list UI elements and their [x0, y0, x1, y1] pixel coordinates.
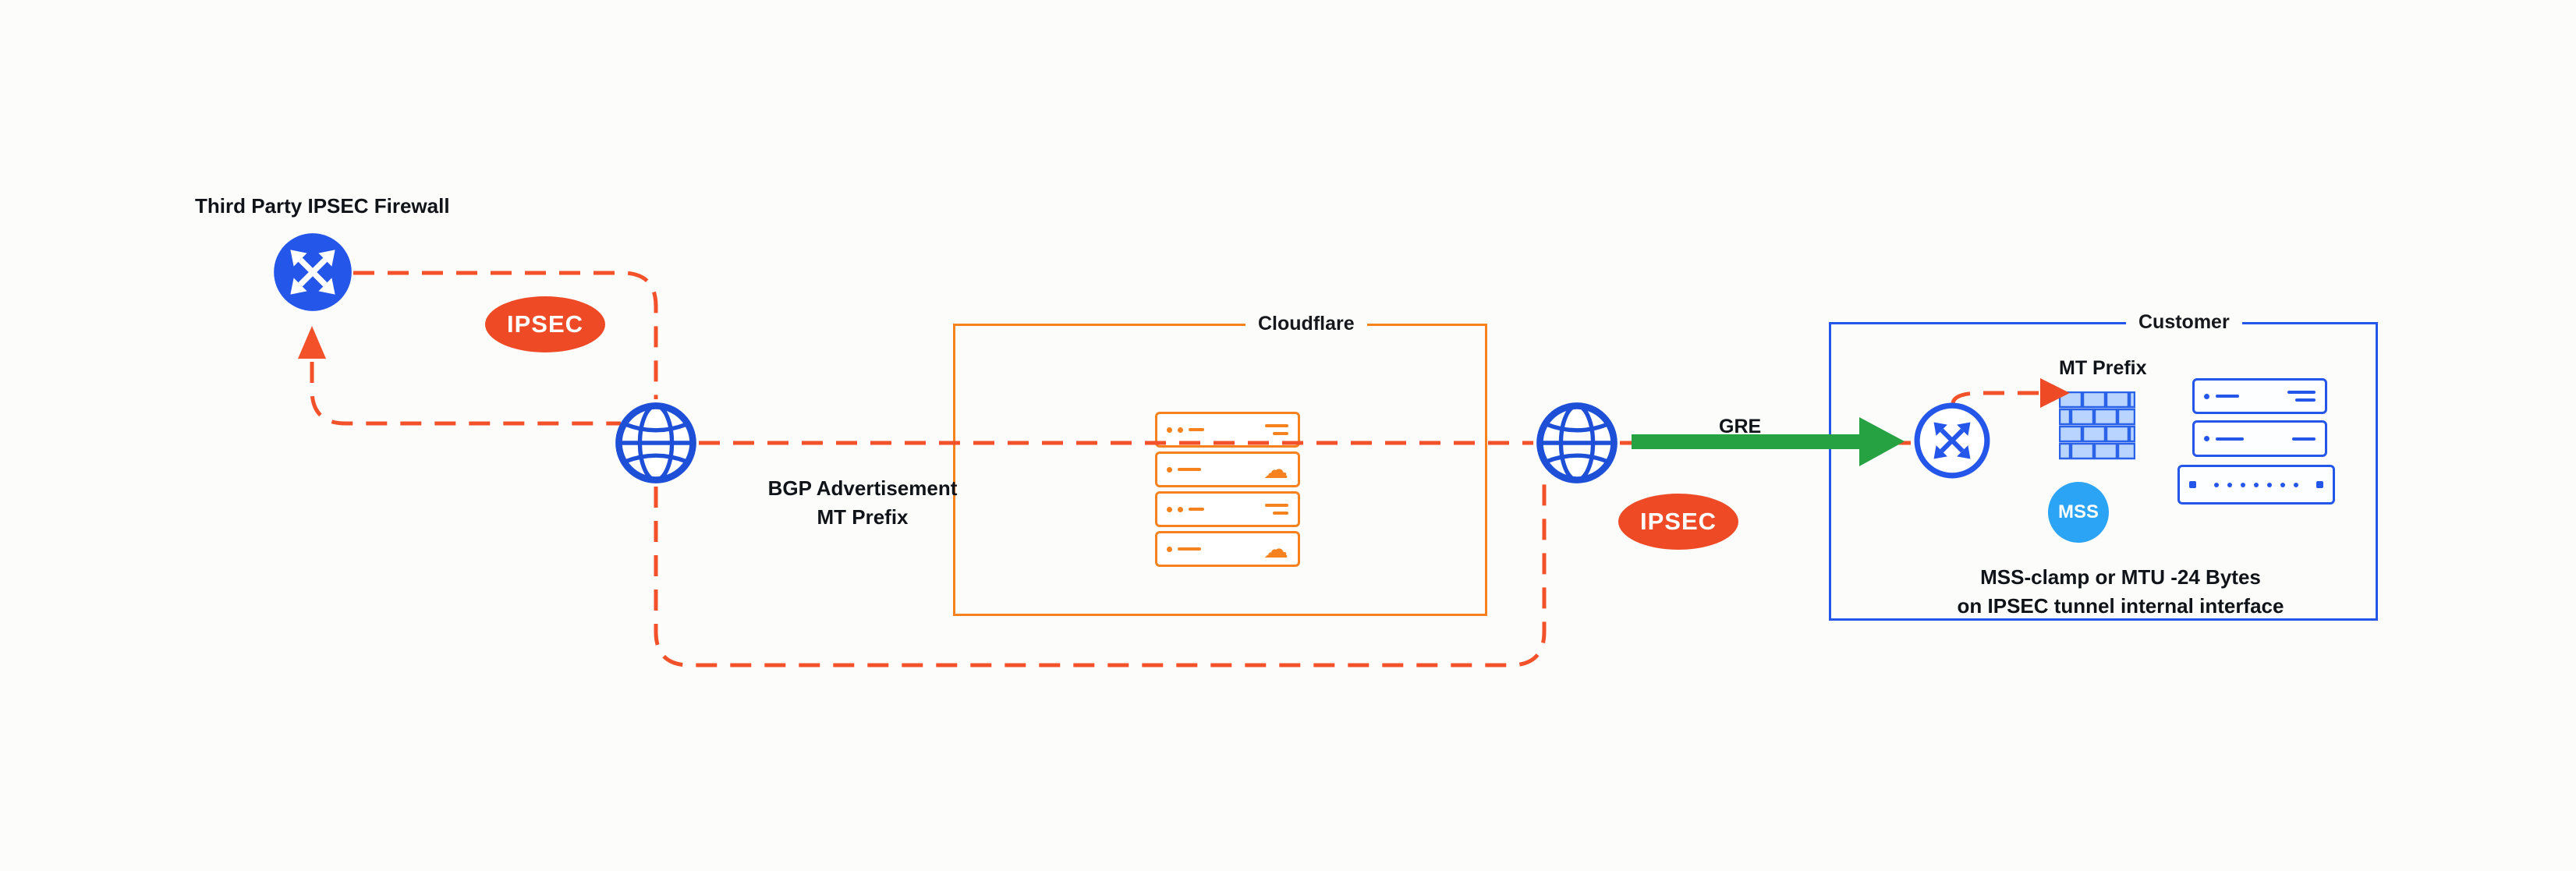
ipsec-badge-label: IPSEC	[506, 310, 584, 338]
server-icon: ☁	[1155, 451, 1300, 487]
mss-badge-label: MSS	[2057, 501, 2099, 522]
customer-router-icon	[1914, 402, 1990, 479]
up-arrowhead-icon	[298, 326, 326, 359]
mss-badge: MSS	[2048, 482, 2109, 543]
rack-ear	[2316, 481, 2323, 488]
customer-server-rack-icon	[2177, 378, 2335, 505]
rack-unit-icon	[2192, 420, 2327, 457]
third-party-router-icon	[274, 233, 352, 311]
server-icon: ☁	[1155, 531, 1300, 567]
server-led	[1167, 427, 1172, 433]
server-vents	[2292, 437, 2316, 441]
server-vents	[1265, 424, 1288, 435]
mss-clamp-note-line2: on IPSEC tunnel internal interface	[1957, 594, 2284, 618]
cloudflare-box-label: Cloudflare	[1245, 313, 1367, 335]
ipsec-tunnel-path-return	[310, 362, 621, 426]
ipsec-badge: IPSEC	[1618, 494, 1738, 550]
server-led	[1178, 427, 1183, 433]
server-led	[1178, 506, 1183, 512]
customer-box: Customer	[1829, 311, 2378, 621]
server-led	[1167, 506, 1172, 512]
mss-clamp-note-line1: MSS-clamp or MTU -24 Bytes	[1980, 565, 2261, 589]
rack-unit-icon	[2192, 378, 2327, 414]
server-led	[2204, 393, 2209, 399]
server-slot	[1178, 547, 1201, 551]
bgp-advertisement-line2: MT Prefix	[817, 505, 909, 529]
server-icon	[1155, 491, 1300, 527]
server-slot	[1189, 508, 1204, 511]
ipsec-badge: IPSEC	[485, 296, 605, 352]
cloud-icon: ☁	[1263, 534, 1288, 564]
internet-globe-icon	[615, 402, 696, 483]
rack-ear	[2189, 481, 2196, 488]
cloud-icon: ☁	[1263, 455, 1288, 484]
third-party-firewall-label: Third Party IPSEC Firewall	[195, 194, 450, 218]
customer-box-label: Customer	[2126, 311, 2242, 334]
server-vents	[1265, 504, 1288, 515]
server-slot	[1189, 428, 1204, 431]
firewall-icon	[2059, 391, 2135, 460]
ipsec-badge-label: IPSEC	[1639, 508, 1717, 535]
server-led	[1167, 466, 1172, 473]
server-vents	[2214, 482, 2298, 487]
server-slot	[2216, 437, 2244, 441]
server-icon	[1155, 412, 1300, 448]
server-led	[2204, 436, 2209, 441]
mss-clamp-note: MSS-clamp or MTU -24 Bytes on IPSEC tunn…	[1945, 563, 2296, 621]
cloudflare-data-center-icon: ☁ ☁	[1155, 412, 1300, 571]
mt-prefix-label: MT Prefix	[2059, 357, 2147, 379]
rack-unit-icon	[2177, 465, 2335, 505]
internet-globe-icon	[1536, 402, 1618, 483]
server-vents	[2287, 391, 2316, 402]
server-slot	[1178, 468, 1201, 471]
bgp-advertisement-label: BGP Advertisement MT Prefix	[722, 474, 1003, 532]
server-led	[1167, 546, 1172, 552]
gre-label: GRE	[1719, 416, 1762, 437]
bgp-advertisement-line1: BGP Advertisement	[767, 476, 958, 500]
server-slot	[2216, 395, 2239, 398]
